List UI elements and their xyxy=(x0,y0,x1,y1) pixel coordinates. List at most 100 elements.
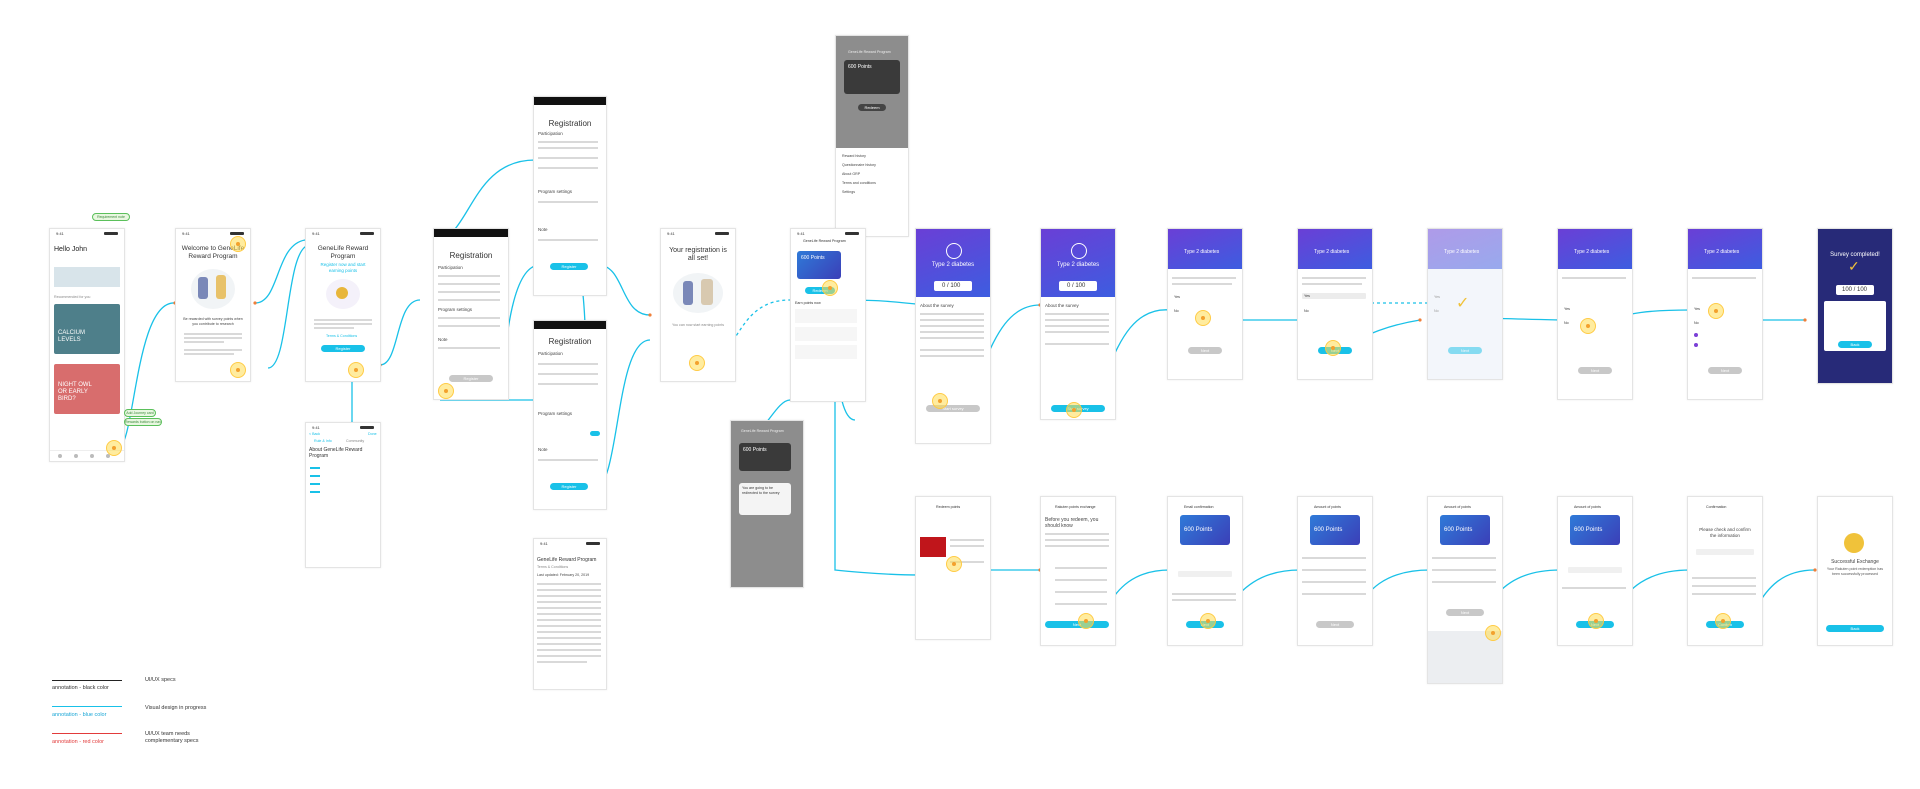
registration-title: Registration xyxy=(548,337,592,346)
answer-yes[interactable]: Yes xyxy=(1434,295,1440,299)
next-button[interactable]: Next xyxy=(1188,347,1222,354)
next-button[interactable]: Next xyxy=(1446,609,1484,616)
survey-title: Type 2 diabetes xyxy=(1056,262,1100,268)
answer-no[interactable]: No xyxy=(1304,309,1309,313)
next-button[interactable]: Next xyxy=(1578,367,1612,374)
hotspot[interactable] xyxy=(932,393,948,409)
tab-community[interactable]: Community xyxy=(346,439,365,443)
home-greeting: Hello John xyxy=(54,246,88,253)
start-survey-button[interactable]: Start survey xyxy=(926,405,980,412)
hotspot[interactable] xyxy=(230,236,246,252)
question-header: Type 2 diabetes xyxy=(1704,249,1740,255)
action-menu xyxy=(836,148,908,236)
back-button[interactable]: Back xyxy=(1826,625,1884,632)
screen-amount-1: Amount of points 600 Points Next xyxy=(1297,496,1373,646)
registration-title: Registration xyxy=(449,251,493,260)
hotspot[interactable] xyxy=(1715,613,1731,629)
hotspot[interactable] xyxy=(438,383,454,399)
terms-updated: Last updated: February 20, 2019 xyxy=(537,573,590,577)
hotspot[interactable] xyxy=(1066,402,1082,418)
answer-yes[interactable]: Yes xyxy=(1694,307,1700,311)
screen-registration-3: Registration Participation Program setti… xyxy=(533,320,607,510)
answer-yes-selected[interactable]: Yes xyxy=(1302,293,1366,299)
hotspot[interactable] xyxy=(1200,613,1216,629)
survey-list-item[interactable] xyxy=(795,309,857,323)
screen-home: 9:41 Hello John Recommended for you CALC… xyxy=(49,228,125,462)
hotspot[interactable] xyxy=(1195,310,1211,326)
answer-no[interactable]: No xyxy=(1434,309,1439,313)
next-button[interactable]: Next xyxy=(1448,347,1482,354)
screen-question-4: Type 2 diabetes Yes No Next xyxy=(1557,228,1633,400)
menu-item-about[interactable]: About GRP xyxy=(842,172,861,176)
menu-item-questionnaire-history[interactable]: Questionnaire history xyxy=(842,163,876,167)
screen-welcome: 9:41 Welcome to GeneLife Reward Program … xyxy=(175,228,251,382)
night-owl-tile[interactable]: NIGHT OWL OR EARLY BIRD? xyxy=(54,364,120,414)
hotspot[interactable] xyxy=(946,556,962,572)
hotspot[interactable] xyxy=(106,440,122,456)
requirement-note-badge: Requirement note xyxy=(92,213,130,221)
hotspot[interactable] xyxy=(1078,613,1094,629)
next-button[interactable]: Next xyxy=(1316,621,1354,628)
note-heading: Note xyxy=(438,337,448,342)
next-button[interactable]: Next xyxy=(1708,367,1742,374)
dashboard-title: GeneLife Reward Program xyxy=(741,429,784,433)
hotspot[interactable] xyxy=(1708,303,1724,319)
screen-dashboard: 9:41 GeneLife Reward Program 600 Points … xyxy=(790,228,866,402)
answer-no[interactable]: No xyxy=(1694,321,1699,325)
back-link[interactable]: < Back xyxy=(309,432,321,436)
note-heading: Note xyxy=(538,447,548,452)
hotspot[interactable] xyxy=(1325,340,1341,356)
program-settings-heading: Program settings xyxy=(538,189,573,194)
home-recommended: Recommended for you xyxy=(54,295,91,299)
register-button[interactable]: Register xyxy=(550,483,588,490)
screen-survey-intro-2: Type 2 diabetes 0 / 100 About the survey… xyxy=(1040,228,1116,420)
menu-item-terms[interactable]: Terms and conditions xyxy=(842,181,876,185)
back-button[interactable]: Back xyxy=(1838,341,1872,348)
toggle-switch[interactable] xyxy=(590,431,600,436)
register-button-disabled[interactable]: Register xyxy=(449,375,493,382)
terms-subtitle: Terms & Conditions xyxy=(537,565,569,569)
register-button[interactable]: Register xyxy=(550,263,588,270)
earn-points-heading: Earn points now xyxy=(795,301,821,305)
points-card: 600 Points xyxy=(797,251,841,279)
menu-item-settings[interactable]: Settings xyxy=(842,190,855,194)
done-button[interactable]: Done xyxy=(368,432,377,436)
answer-no[interactable]: No xyxy=(1174,309,1179,313)
survey-list-item[interactable] xyxy=(795,327,857,341)
survey-list-item[interactable] xyxy=(795,345,857,359)
screen-survey-completed: Survey completed! ✓ 100 / 100 Back xyxy=(1817,228,1893,384)
email-field[interactable] xyxy=(1178,571,1232,577)
menu-item-reward-history[interactable]: Reward history xyxy=(842,154,866,158)
register-button[interactable]: Register xyxy=(321,345,365,352)
redeem-button[interactable]: Redeem xyxy=(805,287,835,294)
callout-rewards: Rewards button on nav xyxy=(124,418,162,426)
legend-line-blue xyxy=(52,706,122,707)
hotspot[interactable] xyxy=(1485,625,1501,641)
screen-dashboard-redirect: GeneLife Reward Program 600 Points You a… xyxy=(730,420,804,588)
program-settings-heading: Program settings xyxy=(438,307,473,312)
hotspot[interactable] xyxy=(348,362,364,378)
hotspot[interactable] xyxy=(689,355,705,371)
answer-no[interactable]: No xyxy=(1564,321,1569,325)
checkbox-checked[interactable] xyxy=(1694,333,1698,337)
next-button[interactable]: Next xyxy=(1045,621,1109,628)
terms-link[interactable]: Terms & Conditions xyxy=(326,334,358,338)
amount-field[interactable] xyxy=(1568,567,1622,573)
answer-yes[interactable]: Yes xyxy=(1174,295,1180,299)
hotspot[interactable] xyxy=(230,362,246,378)
welcome-title: Welcome to GeneLife Reward Program xyxy=(181,245,245,260)
checkmark-icon: ✓ xyxy=(1456,295,1470,312)
hotspot[interactable] xyxy=(822,280,838,296)
reward-coin-icon xyxy=(1844,533,1864,553)
rakuten-logo[interactable] xyxy=(920,537,946,557)
question-header: Type 2 diabetes xyxy=(1574,249,1610,255)
hotspot[interactable] xyxy=(1588,613,1604,629)
redeem-button[interactable]: Redeem xyxy=(858,104,886,111)
checkbox-checked[interactable] xyxy=(1694,343,1698,347)
answer-yes[interactable]: Yes xyxy=(1564,307,1570,311)
calcium-tile[interactable]: CALCIUM LEVELS xyxy=(54,304,120,354)
screen-registration-2: Registration Participation Program setti… xyxy=(533,96,607,296)
tab-rules[interactable]: Rule & Info xyxy=(314,439,332,443)
hotspot[interactable] xyxy=(1580,318,1596,334)
